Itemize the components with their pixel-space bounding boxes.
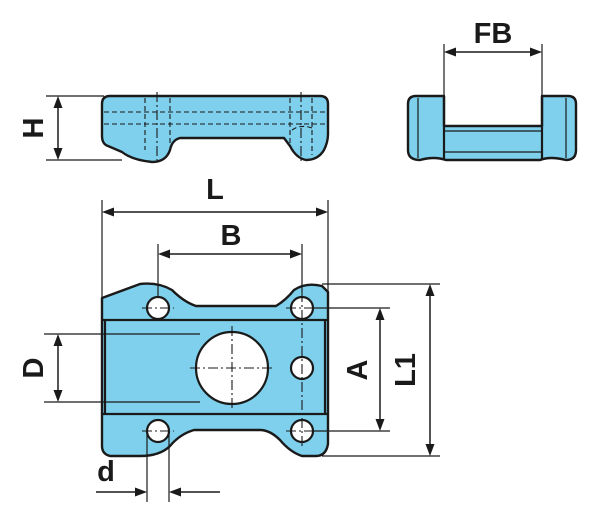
d-upper-arrow-bottom bbox=[53, 390, 63, 402]
a-arrow-bottom bbox=[375, 419, 385, 431]
a-arrow-top bbox=[375, 308, 385, 320]
l-arrow-right bbox=[316, 207, 328, 217]
a-label: A bbox=[342, 359, 374, 380]
l1-arrow-top bbox=[425, 284, 435, 296]
side-view-hidden-curve bbox=[291, 125, 313, 131]
side-view: H bbox=[18, 92, 330, 164]
h-arrow-bottom bbox=[53, 148, 63, 160]
l-label: L bbox=[206, 174, 224, 206]
end-view-body bbox=[406, 94, 578, 162]
d-lower-label: d bbox=[97, 456, 115, 488]
l1-label: L1 bbox=[390, 353, 422, 387]
fb-label: FB bbox=[474, 18, 513, 50]
d-upper-label: D bbox=[18, 358, 50, 379]
h-label: H bbox=[18, 118, 50, 139]
fb-arrow-left bbox=[444, 47, 456, 57]
l1-arrow-bottom bbox=[425, 444, 435, 456]
b-label: B bbox=[221, 220, 242, 252]
side-view-body bbox=[100, 94, 330, 164]
d-lower-arrow-left bbox=[135, 487, 147, 497]
b-arrow-left bbox=[158, 249, 170, 259]
plan-view: L B D A L1 d bbox=[18, 174, 440, 502]
h-arrow-top bbox=[53, 96, 63, 108]
d-upper-arrow-top bbox=[53, 334, 63, 346]
l-arrow-left bbox=[102, 207, 114, 217]
end-view: FB bbox=[406, 18, 578, 162]
d-lower-arrow-right bbox=[169, 487, 181, 497]
fb-arrow-right bbox=[530, 47, 542, 57]
b-arrow-right bbox=[290, 249, 302, 259]
